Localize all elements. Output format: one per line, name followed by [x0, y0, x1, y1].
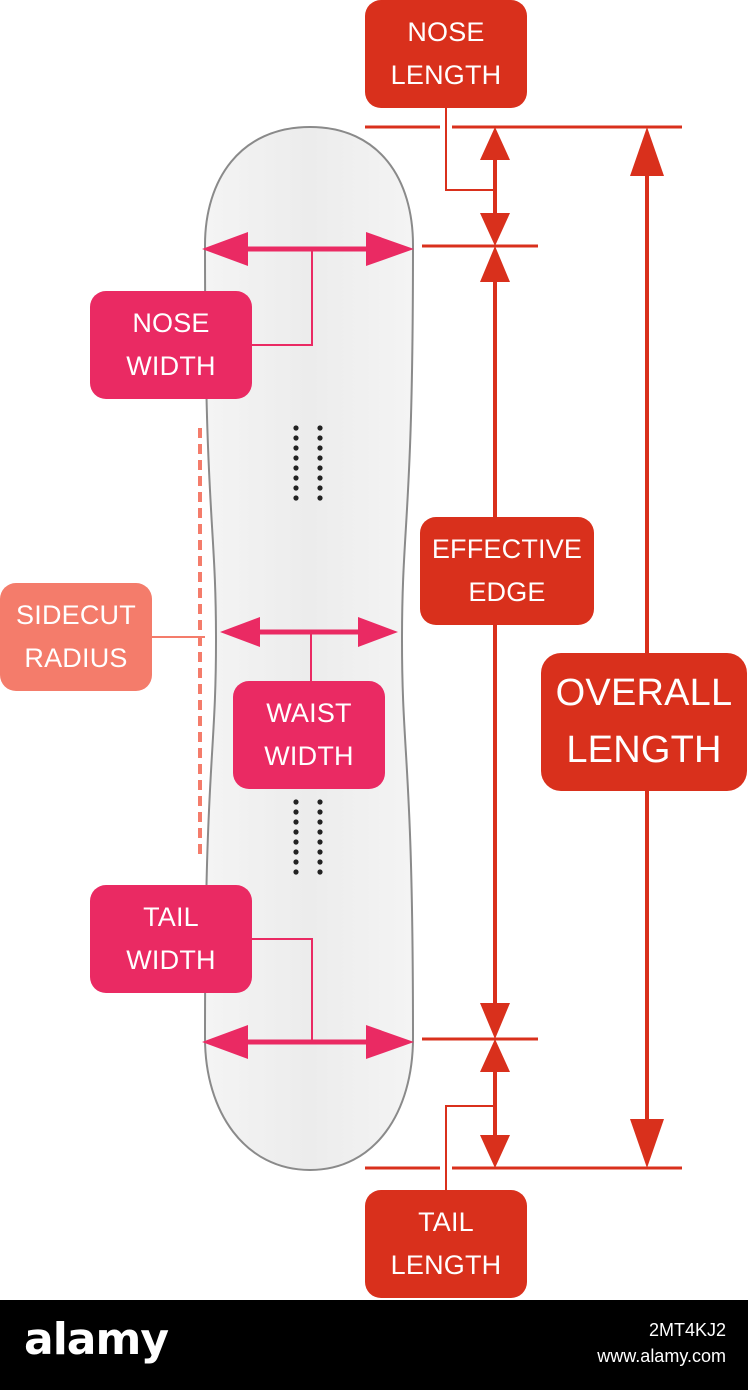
sidecut-radius-line2: RADIUS [24, 643, 128, 673]
watermark-image-id: 2MT4KJ2 [648, 1320, 726, 1340]
length-reference-lines [365, 125, 682, 1170]
waist-width-line1: WAIST [266, 697, 352, 728]
nose-width-label: NOSE WIDTH [90, 291, 252, 399]
overall-length-label: OVERALL LENGTH [541, 653, 747, 791]
sidecut-radius-line1: SIDECUT [16, 599, 136, 630]
tail-length-arrow [445, 1039, 510, 1190]
watermark-url: www.alamy.com [597, 1346, 726, 1366]
nose-length-label: NOSE LENGTH [365, 0, 527, 108]
tail-width-label: TAIL WIDTH [90, 885, 252, 993]
overall-length-line2: LENGTH [566, 729, 722, 771]
nose-width-line2: WIDTH [126, 351, 216, 381]
tail-width-line2: WIDTH [126, 945, 216, 975]
effective-edge-line2: EDGE [468, 577, 546, 607]
snowboard-dimensions-diagram: NOSE LENGTH NOSE WIDTH EFFECTIVE EDGE SI… [0, 0, 747, 1298]
insert-holes-bottom [293, 799, 323, 875]
tail-length-label: TAIL LENGTH [365, 1190, 527, 1298]
overall-length-arrow [630, 127, 664, 1168]
nose-length-line2: LENGTH [390, 60, 502, 90]
waist-width-line2: WIDTH [264, 741, 354, 771]
watermark-bar [0, 1300, 748, 1390]
overall-length-line1: OVERALL [555, 672, 733, 714]
nose-length-arrow [445, 108, 510, 246]
tail-length-line1: TAIL [418, 1206, 474, 1237]
nose-width-line1: NOSE [132, 307, 210, 338]
watermark-logo: alamy [24, 1314, 169, 1365]
diagram-canvas [152, 108, 682, 1190]
snowboard-body [203, 125, 415, 1172]
effective-edge-label: EFFECTIVE EDGE [420, 517, 594, 625]
effective-edge-arrow [480, 246, 510, 1039]
sidecut-radius-label: SIDECUT RADIUS [0, 583, 152, 691]
insert-holes-top [293, 425, 323, 501]
nose-width-arrow [202, 232, 414, 346]
effective-edge-line1: EFFECTIVE [431, 533, 583, 564]
nose-length-line1: NOSE [407, 16, 485, 47]
tail-width-arrow [202, 938, 414, 1059]
tail-width-line1: TAIL [143, 901, 199, 932]
waist-width-label: WAIST WIDTH [233, 681, 385, 789]
tail-length-line2: LENGTH [390, 1250, 502, 1280]
waist-width-arrow [220, 617, 398, 681]
